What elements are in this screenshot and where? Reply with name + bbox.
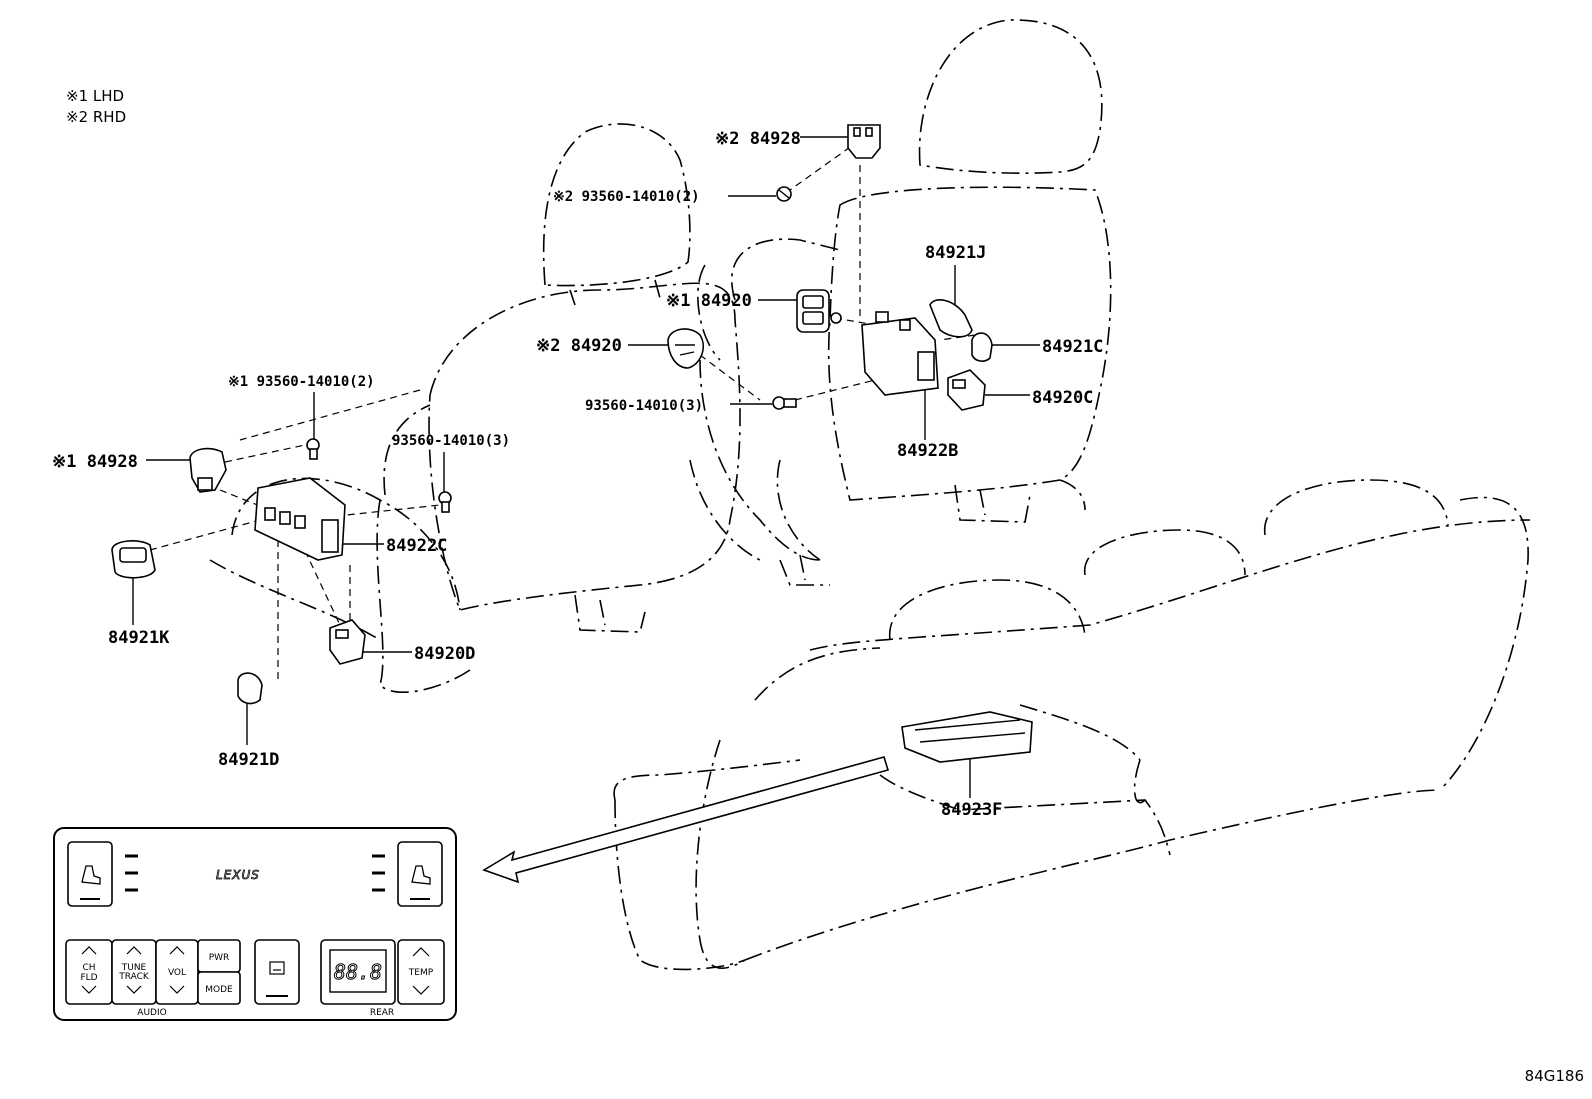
fld-label: FLD xyxy=(80,973,97,983)
part-84922B-module xyxy=(861,311,939,396)
label-84921J: 84921J xyxy=(925,243,986,263)
part-84928-lhd xyxy=(189,447,227,493)
label-84921C: 84921C xyxy=(1042,337,1103,357)
rear-control-panel: LEXUS CH FLD TUNE TRACK xyxy=(53,827,457,1021)
part-84920C-switch xyxy=(947,369,986,411)
label-84922C: 84922C xyxy=(386,536,447,556)
right-seat-outline xyxy=(689,19,1112,586)
rear-temp-button: TEMP xyxy=(397,939,445,1005)
part-screw-93560-left xyxy=(438,491,452,513)
part-84923F-rear-module xyxy=(901,711,1033,763)
audio-button-group: CH FLD TUNE TRACK VOL PWR MODE AUDIO xyxy=(65,939,241,1018)
part-84920-lhd-switch xyxy=(796,289,842,333)
temp-label: TEMP xyxy=(408,968,434,978)
legend-rhd: ※2 RHD xyxy=(66,108,127,126)
figure-code: 84G186 xyxy=(1524,1067,1584,1085)
part-84920D-switch xyxy=(329,619,366,665)
label-84921K: 84921K xyxy=(108,628,170,648)
pwr-label: PWR xyxy=(209,953,230,963)
track-label: TRACK xyxy=(118,972,150,982)
label-84920-lhd: ※1 84920 xyxy=(666,291,752,311)
heater-level-right xyxy=(372,854,385,892)
label-93560-left: 93560-14010(3) xyxy=(392,433,510,449)
part-84921C-knob xyxy=(971,332,993,362)
rear-label: REAR xyxy=(370,1008,394,1018)
heater-level-left xyxy=(125,854,138,892)
label-84928-lhd: ※1 84928 xyxy=(52,452,138,472)
ch-label: CH xyxy=(82,963,95,973)
rear-seat-outline xyxy=(613,479,1531,971)
seat-heater-button-left xyxy=(67,841,113,907)
label-84922B: 84922B xyxy=(897,441,958,461)
tune-label: TUNE xyxy=(121,963,147,973)
rear-panel-arrow xyxy=(482,755,971,884)
label-84920D: 84920D xyxy=(414,644,475,664)
audio-label: AUDIO xyxy=(137,1008,166,1018)
part-84928-rhd xyxy=(847,124,881,159)
part-screw-93560-lhd xyxy=(306,438,320,460)
temp-display-value: 88.8 xyxy=(334,960,382,984)
legend-lhd: ※1 LHD xyxy=(66,87,125,105)
panel-brand-logo: LEXUS xyxy=(216,868,260,882)
part-84921J-cover xyxy=(929,299,973,338)
label-84920-rhd: ※2 84920 xyxy=(536,336,622,356)
label-84928-rhd: ※2 84928 xyxy=(715,129,801,149)
part-screw-93560-rhd xyxy=(776,186,792,202)
rear-temp-display: 88.8 xyxy=(320,939,396,1005)
label-93560-lhd: ※1 93560-14010(2) xyxy=(228,374,375,390)
vol-label: VOL xyxy=(168,968,186,978)
label-93560-right: 93560-14010(3) xyxy=(585,398,703,414)
left-group-leaders xyxy=(132,389,445,745)
part-screw-93560-right xyxy=(772,396,797,410)
label-84921D: 84921D xyxy=(218,750,279,770)
label-84920C: 84920C xyxy=(1032,388,1093,408)
callout-labels: ※2 84928 ※2 93560-14010(2) ※1 84920 ※2 8… xyxy=(52,129,1103,820)
part-84921K-cover xyxy=(111,540,156,579)
legend: ※1 LHD ※2 RHD xyxy=(66,86,126,128)
seat-heater-button-right xyxy=(397,841,443,907)
part-84922C-module xyxy=(254,477,346,561)
label-84923F: 84923F xyxy=(941,800,1002,820)
mode-label: MODE xyxy=(205,985,233,995)
rear-defog-button xyxy=(254,939,300,1005)
label-93560-rhd: ※2 93560-14010(2) xyxy=(553,189,700,205)
part-84920-rhd-knob xyxy=(667,328,704,369)
part-84921D-knob xyxy=(237,672,263,705)
